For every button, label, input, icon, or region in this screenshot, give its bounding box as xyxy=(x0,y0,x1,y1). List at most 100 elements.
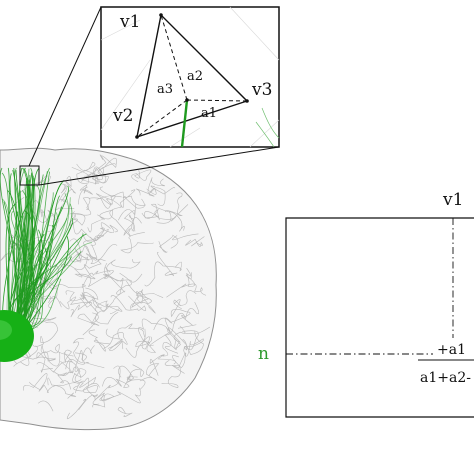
brain-sulcus xyxy=(126,280,149,309)
brain-sulcus xyxy=(65,287,99,302)
brain-sulcus xyxy=(117,365,138,383)
brain-sulcus xyxy=(73,197,92,218)
brain-sulcus xyxy=(183,331,204,357)
brain-sulcus xyxy=(109,206,133,237)
brain-sulcus xyxy=(117,323,146,340)
vertex-dot-v1 xyxy=(159,13,163,17)
brain-sulcus xyxy=(40,343,74,361)
brain-sulcus xyxy=(137,293,164,314)
brain-sulcus xyxy=(81,270,125,293)
dash-to-v2 xyxy=(136,99,188,138)
area-label-a2: a2 xyxy=(187,69,203,84)
brain-sulcus xyxy=(150,185,175,195)
brain-sulcus xyxy=(166,283,207,298)
brain-sulcus xyxy=(85,244,118,265)
brain-sulcus xyxy=(110,189,136,208)
brain-sulcus xyxy=(84,167,103,180)
matrix-panel: v1 n +a1 a1+a2- xyxy=(258,190,474,418)
brain-sulcus xyxy=(22,373,48,391)
brain-sulcus xyxy=(70,219,99,241)
brain-sulcus xyxy=(141,204,189,222)
brain-rendering xyxy=(0,147,217,431)
brain-sulcus xyxy=(164,317,186,343)
brain-sulcus xyxy=(158,234,179,253)
brain-sulcus xyxy=(76,161,96,184)
brain-sulcus xyxy=(99,387,141,404)
brain-sulcus xyxy=(118,209,136,232)
brain-sulcus xyxy=(94,222,111,242)
brain-sulcus xyxy=(74,377,98,398)
brain-sulcus xyxy=(105,328,124,351)
brain-sulcus xyxy=(87,209,113,233)
brain-sulcus xyxy=(70,299,106,318)
barycentric-lines xyxy=(136,14,248,138)
brain-sulcus xyxy=(125,336,153,358)
brain-sulcus xyxy=(139,363,160,382)
intersection-point xyxy=(185,98,189,102)
brain-sulcus xyxy=(177,301,200,329)
row-label-n: n xyxy=(258,344,269,364)
fiber-intersection-segment xyxy=(180,99,189,148)
vertex-label-v1: v1 xyxy=(119,12,140,32)
fiber-tract xyxy=(17,180,29,321)
vertex-label-v3: v3 xyxy=(251,80,272,100)
brain-sulcus xyxy=(31,321,58,347)
zoom-connector-top xyxy=(28,6,102,167)
brain-sulcus xyxy=(59,296,93,310)
brain-sulcus xyxy=(141,336,157,353)
brain-sulcus xyxy=(144,203,170,221)
brain-sulcus xyxy=(78,365,121,411)
brain-sulcus xyxy=(185,268,195,287)
brain-sulcus xyxy=(38,400,54,412)
vertex-dot-v3 xyxy=(245,99,249,103)
brain-sulcus xyxy=(160,339,181,357)
fiber-tract xyxy=(18,179,32,321)
brain-sulcus xyxy=(53,352,73,376)
fiber-tract xyxy=(24,233,44,339)
brain-sulcus xyxy=(60,360,82,383)
brain-sulcus xyxy=(57,370,74,390)
brain-sulcus xyxy=(52,283,91,304)
brain-sulcus xyxy=(173,290,197,310)
brain-sulcus xyxy=(120,232,154,254)
brain-sulcus xyxy=(77,258,106,280)
fiber-tract xyxy=(20,178,34,321)
brain-sulcus xyxy=(74,350,87,379)
column-label-v1: v1 xyxy=(442,190,463,210)
brain-sulcus xyxy=(149,354,177,376)
brain-sulcus xyxy=(88,329,111,352)
brain-sulcus xyxy=(72,338,105,369)
brain-sulcus xyxy=(69,238,90,263)
brain-sulcus xyxy=(172,233,199,241)
brain-sulcus xyxy=(36,351,53,373)
brain-sulcus xyxy=(38,382,80,394)
brain-sulcus xyxy=(122,195,146,209)
seed-region-highlight xyxy=(0,320,12,340)
brain-sulcus xyxy=(83,236,98,261)
brain-sulcus xyxy=(106,258,141,273)
inset-background-fibers xyxy=(255,107,280,148)
brain-sulcus xyxy=(144,261,182,287)
inset-frame xyxy=(100,6,280,148)
vertex-dot-v2 xyxy=(135,135,139,139)
brain-sulcus xyxy=(17,174,48,195)
fiber-tract xyxy=(15,172,33,321)
matrix-frame xyxy=(285,217,474,418)
brain-sulcus xyxy=(161,360,181,389)
mesh-triangle xyxy=(136,13,249,139)
brain-sulcus xyxy=(131,169,152,183)
brain-sulcus xyxy=(88,186,113,209)
brain-sulcus xyxy=(146,177,165,195)
fraction-denominator: a1+a2- xyxy=(420,370,471,386)
zoom-connectors xyxy=(28,6,280,186)
fraction-numerator: +a1 xyxy=(437,342,466,358)
brain-sulcus xyxy=(156,211,185,232)
zoom-connector-bottom xyxy=(38,146,280,186)
brain-sulcus xyxy=(78,183,93,205)
inset-panel: v1 v2 v3 a3 a2 a1 xyxy=(100,6,280,148)
inset-background-mesh xyxy=(100,6,280,148)
brain-sulcus xyxy=(77,313,100,336)
brain-sulcus xyxy=(66,398,86,420)
